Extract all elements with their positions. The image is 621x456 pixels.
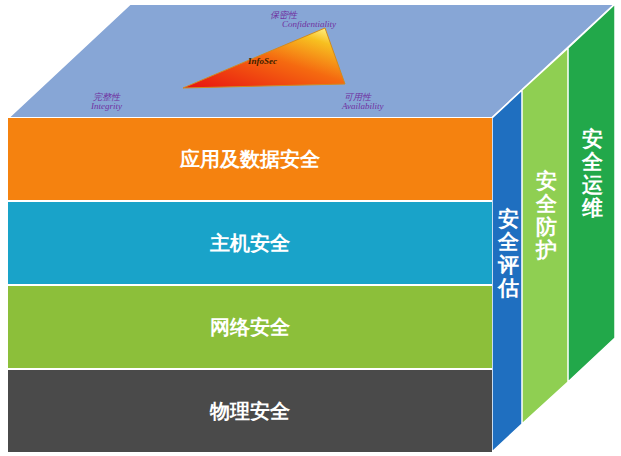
side-label: 安全运维: [582, 128, 603, 220]
triangle-outline: [183, 28, 345, 88]
side-band: 安全运维: [568, 4, 615, 382]
layer-band: 应用及数据安全: [8, 118, 492, 202]
side-band-outline: [522, 48, 568, 424]
side-label: 安全防护: [536, 170, 557, 262]
layer-label: 主机安全: [210, 230, 290, 257]
side-band: 安全防护: [522, 48, 568, 424]
side-band-outline: [492, 90, 522, 452]
layer-band: 主机安全: [8, 202, 492, 286]
property-label: Integrity: [91, 101, 122, 111]
layer-label: 物理安全: [210, 398, 290, 425]
layer-band: 网络安全: [8, 286, 492, 370]
side-band: 安全评估: [492, 90, 522, 452]
side-label: 安全评估: [498, 208, 519, 300]
layer-label: 应用及数据安全: [180, 146, 320, 173]
side-band-outline: [568, 4, 615, 382]
layer-label: 网络安全: [210, 314, 290, 341]
infosec-triangle: InfoSec: [180, 26, 348, 90]
triangle-label: InfoSec: [248, 56, 277, 66]
property-label: Availability: [342, 101, 384, 111]
layer-band: 物理安全: [8, 370, 492, 452]
property-label: Confidentiality: [282, 19, 336, 29]
cube-front-face: [8, 118, 492, 452]
